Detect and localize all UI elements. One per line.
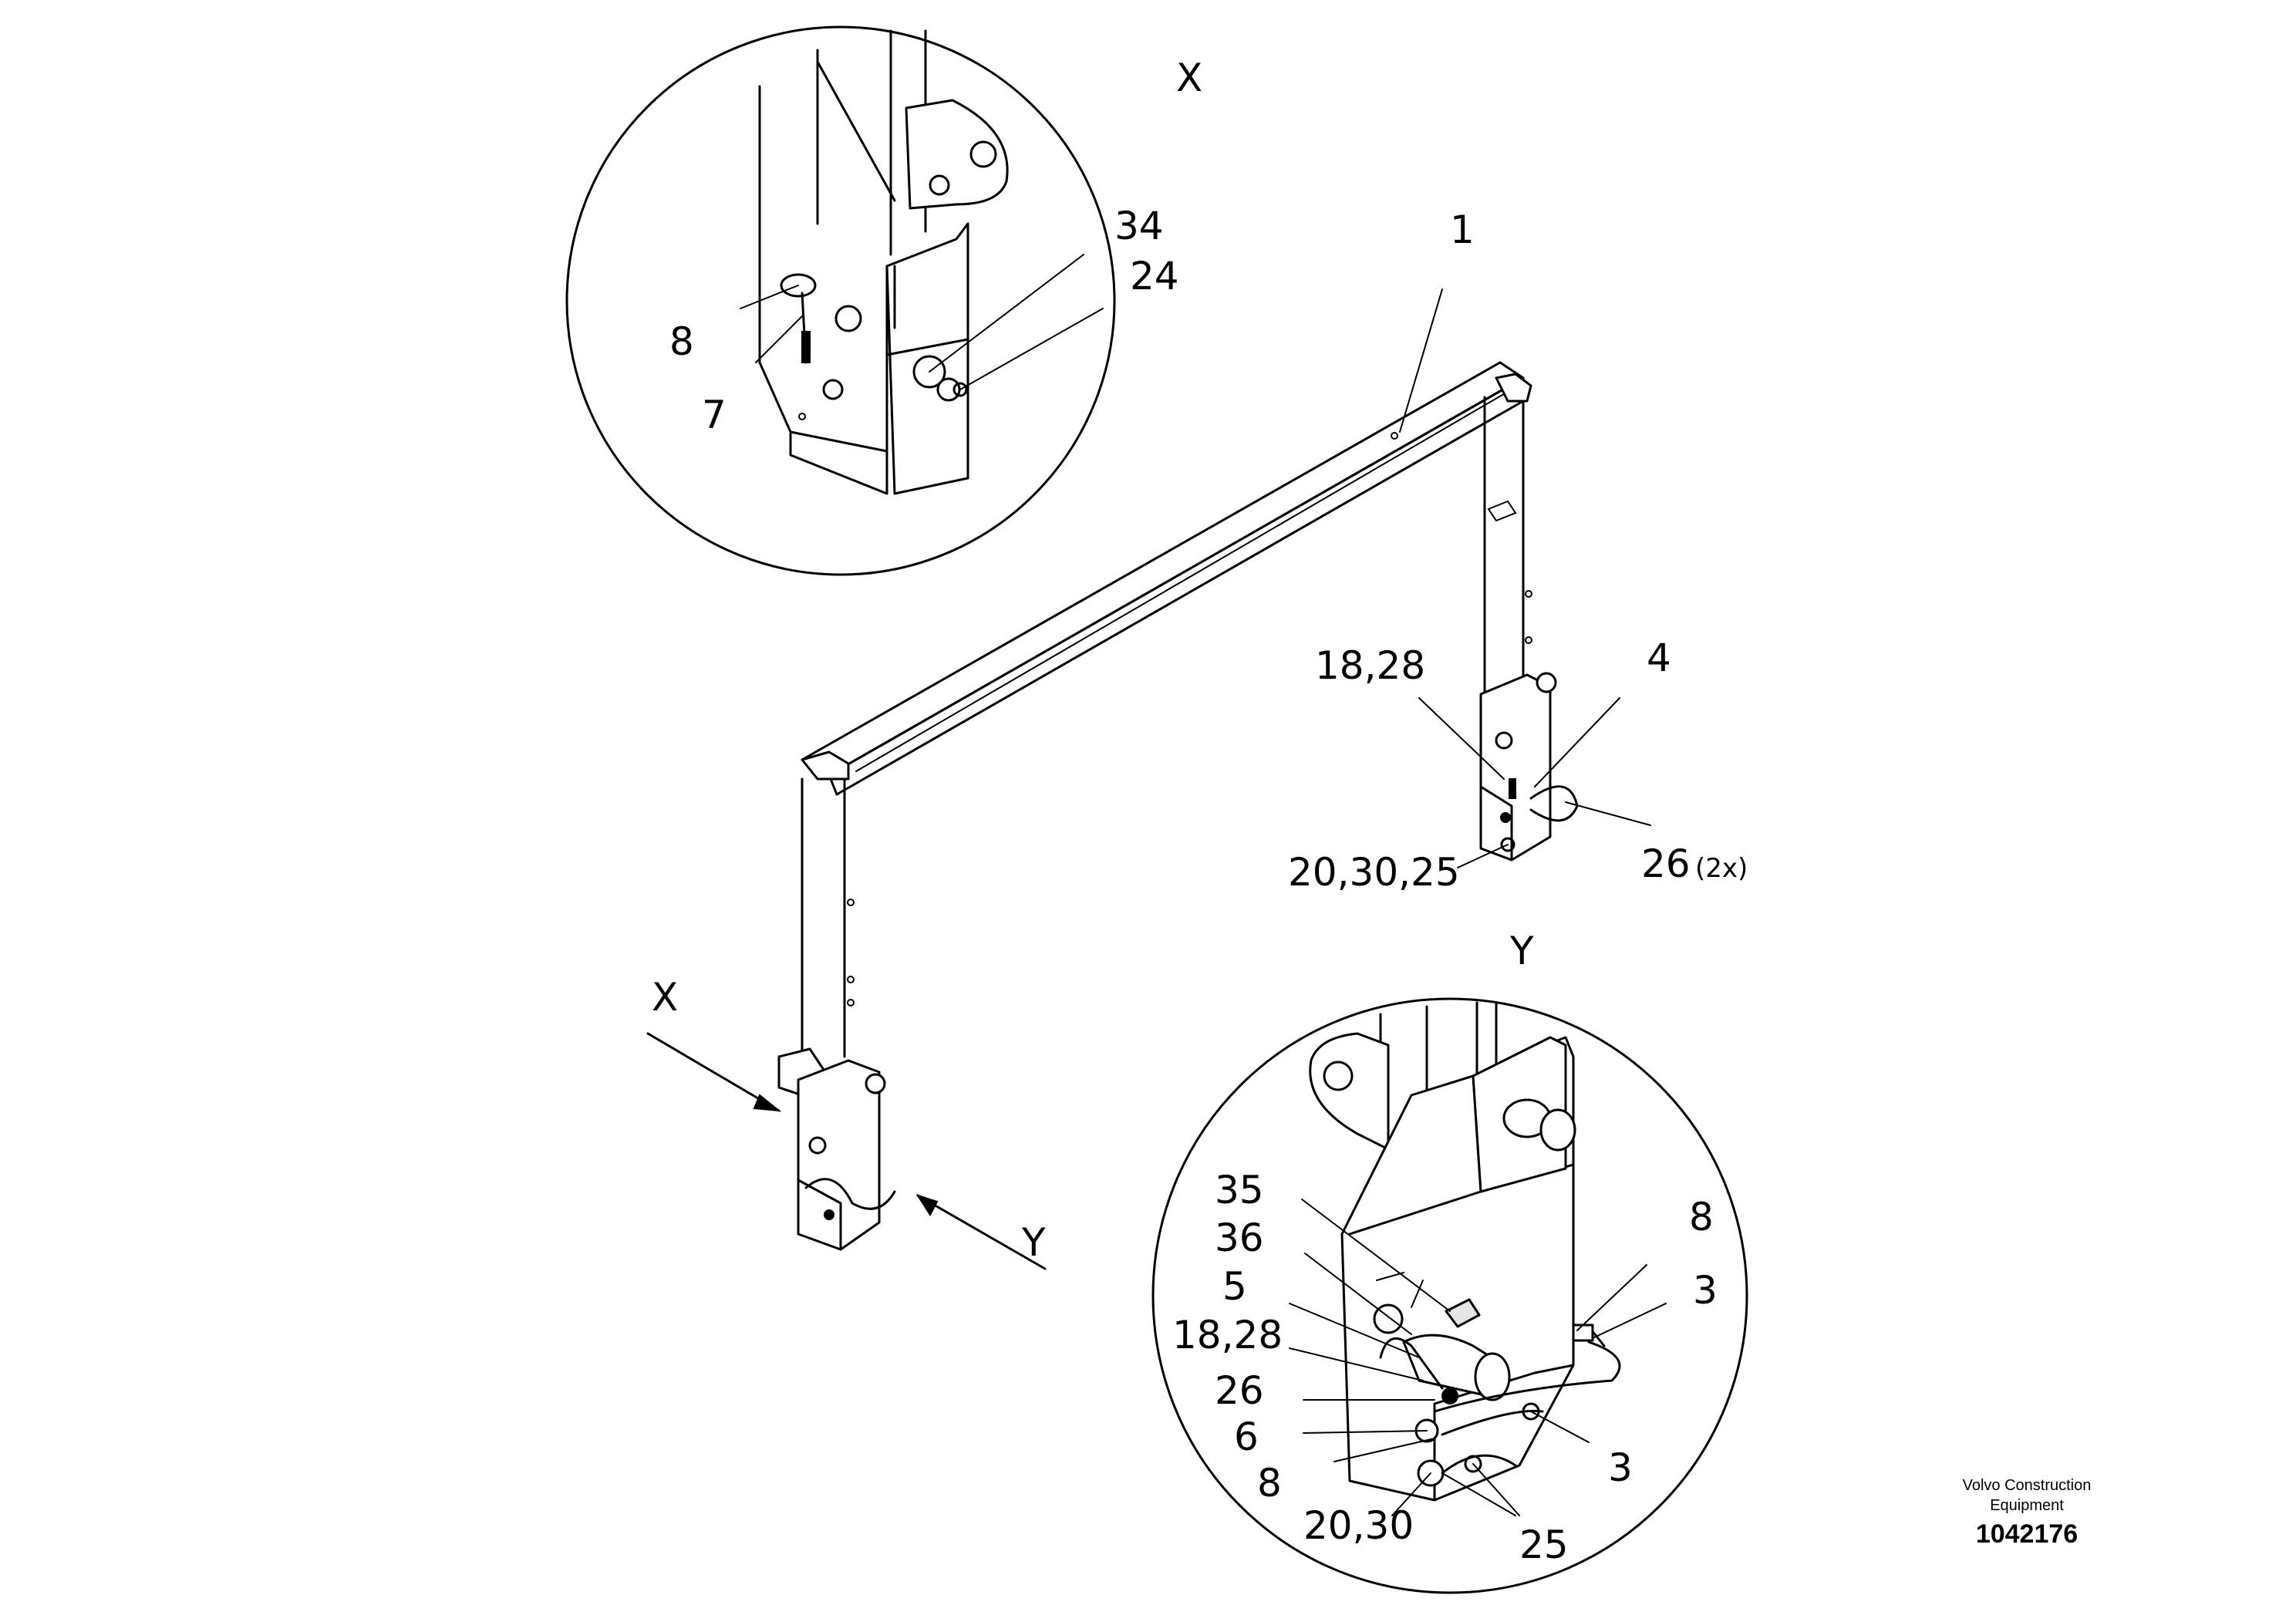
detail-y-callout-25: 25 [1519, 1523, 1569, 1567]
detail-x-circle [565, 25, 1116, 576]
detail-x-view: X 34 24 8 7 [565, 25, 1202, 576]
detail-x-callout-24: 24 [1130, 254, 1179, 298]
detail-y-callout-8-lower: 8 [1257, 1461, 1282, 1506]
main-callout-20-30-25: 20,30,25 [1288, 850, 1460, 895]
view-marker-x: X [652, 975, 678, 1020]
right-column [1483, 396, 1525, 696]
main-callout-26: 26 [1641, 841, 1691, 886]
view-marker-y: Y [1021, 1220, 1046, 1265]
detail-y-title: Y [1509, 929, 1534, 973]
detail-x-callout-8: 8 [669, 319, 694, 364]
detail-y-callout-35: 35 [1215, 1168, 1264, 1212]
main-callout-4: 4 [1647, 636, 1671, 680]
document-number: 1042176 [1976, 1519, 2078, 1549]
left-column [801, 777, 846, 1058]
detail-y-callout-3-upper: 3 [1693, 1268, 1718, 1313]
detail-y-callout-6: 6 [1234, 1415, 1259, 1459]
company-name-line1: Volvo Construction [1963, 1477, 2092, 1494]
main-callout-2x: (2x) [1695, 853, 1748, 884]
detail-x-title: X [1176, 56, 1202, 100]
detail-y-callout-5: 5 [1222, 1264, 1247, 1309]
detail-y-callout-20-30: 20,30 [1303, 1503, 1414, 1548]
company-name-line2: Equipment [1990, 1497, 2064, 1514]
detail-y-callout-8-upper: 8 [1689, 1195, 1714, 1239]
detail-y-callout-3-lower: 3 [1608, 1445, 1633, 1490]
main-callout-18-28: 18,28 [1315, 643, 1425, 688]
detail-y-circle [1151, 997, 1748, 1594]
detail-y-view: Y 35 36 5 18,28 26 6 8 20,30 8 3 3 25 [1151, 929, 1748, 1594]
detail-y-callout-26: 26 [1215, 1368, 1264, 1413]
detail-y-callout-36: 36 [1215, 1216, 1264, 1260]
main-callout-1: 1 [1450, 207, 1475, 252]
title-block: Volvo Construction Equipment 1042176 [1963, 1477, 2092, 1549]
main-frame-assembly: 1 18,28 4 20,30,25 26 (2x) X Y [646, 207, 1748, 1270]
detail-x-callout-7: 7 [702, 393, 727, 437]
detail-y-callout-18-28: 18,28 [1172, 1313, 1283, 1357]
detail-x-callout-34: 34 [1114, 204, 1164, 248]
